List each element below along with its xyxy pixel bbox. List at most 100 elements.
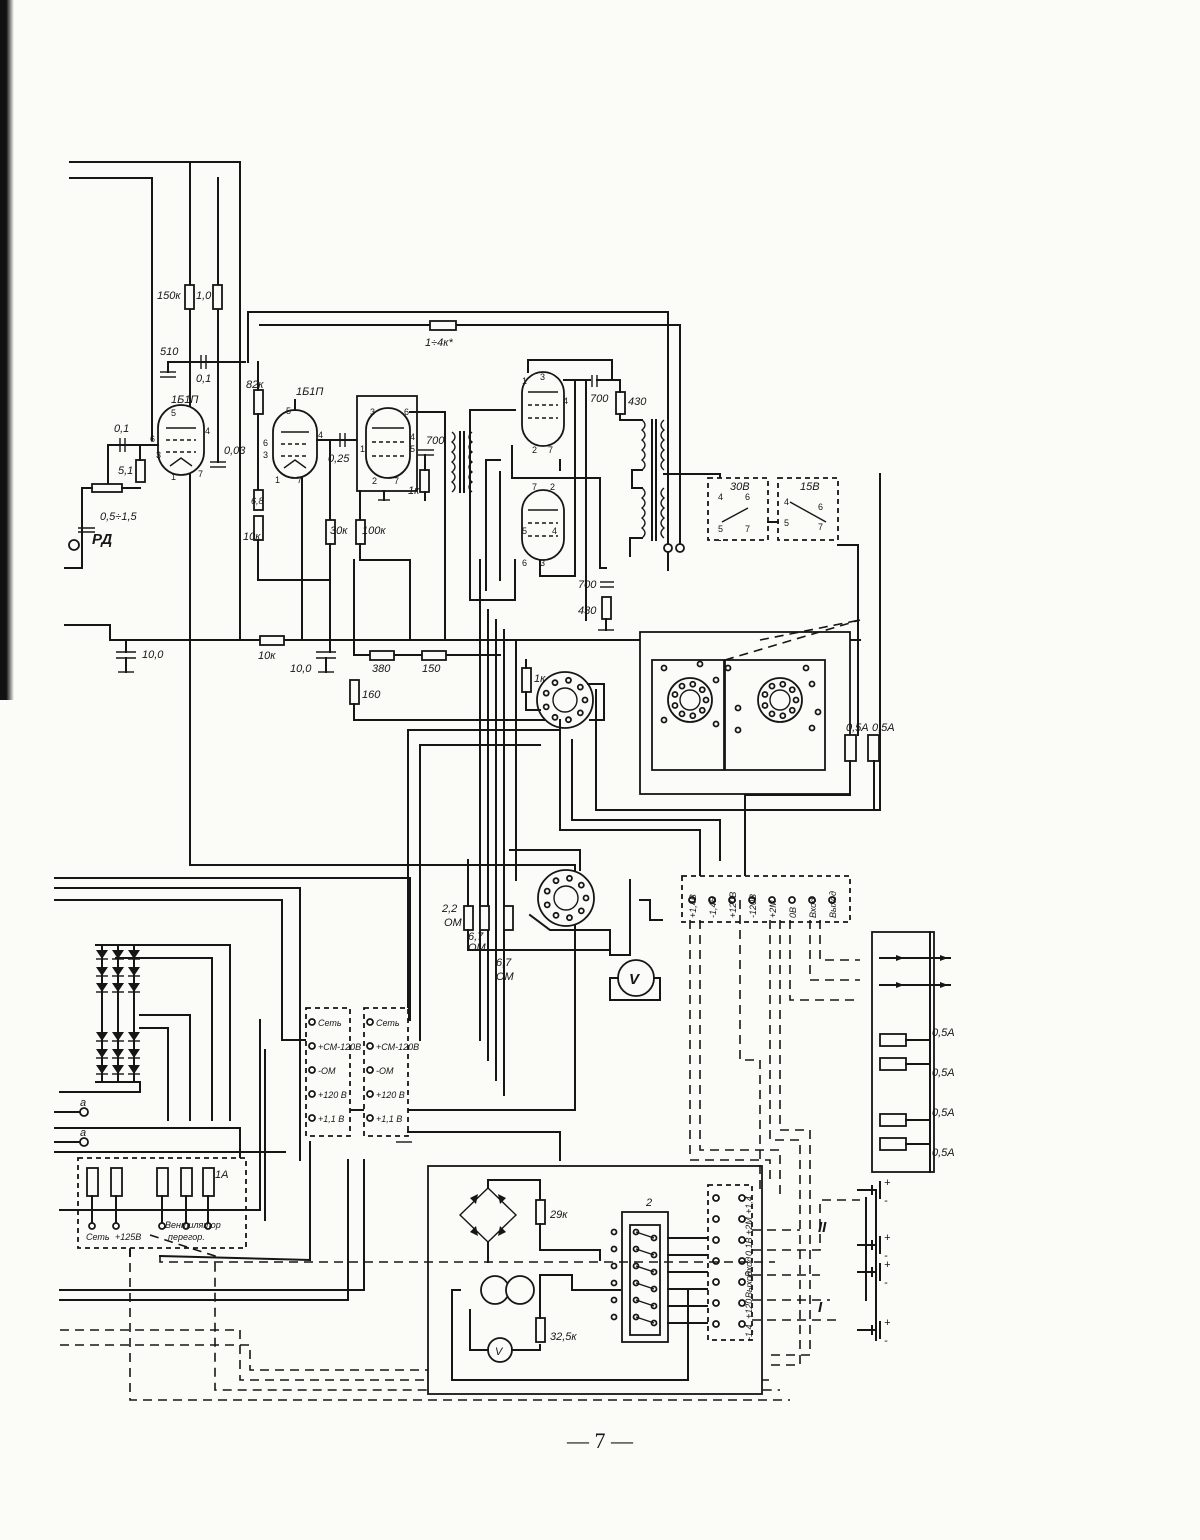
terminal-post [366,1090,374,1098]
socket-pin [551,679,559,687]
tube-v5 [521,489,565,561]
svg-text:7: 7 [548,445,553,455]
svg-text:4: 4 [784,497,789,507]
potentiometer [91,483,123,493]
resistor-150 [421,650,447,661]
range-switches: 30В 4 6 5 7 15В 6 4 5 7 [707,477,859,736]
output-transformer-secondary-a [660,419,666,471]
svg-text:а: а [80,1097,86,1109]
polarity-label: - [884,1250,888,1262]
socket-pin [678,682,686,690]
left-power-supply: а а 1А Сеть +125В Вентилятор перегор. [54,877,790,1401]
cap-0-25-label: 0,25 [328,453,350,465]
socket-pin [576,709,584,717]
svg-text:7: 7 [394,476,399,486]
tube-v2-type-label: 1Б1П [296,386,323,398]
switch-socket-b [505,1275,535,1305]
diode-icon [96,1049,108,1058]
fuse-icon [879,1113,907,1127]
resistor-160 [349,679,360,705]
panel-terminal [734,726,742,734]
socket-pin [788,686,796,694]
svg-text:ОМ: ОМ [468,942,487,954]
socket-pin [552,877,560,885]
socket-pin [779,712,787,720]
fuse-label: 0,5А [932,1147,955,1159]
svg-text:4: 4 [318,430,323,440]
svg-text:4: 4 [552,526,557,536]
terminal-post [366,1018,374,1026]
svg-text:1А: 1А [215,1169,228,1181]
terminal-post [712,1320,720,1328]
voltmeter-label: V [629,971,641,988]
diode-icon [96,950,108,959]
resistor-29k [535,1199,546,1225]
svg-text:7: 7 [745,524,750,534]
socket-pin [543,901,551,909]
socket-pin [566,874,573,882]
cap-700-b-label: 700 [590,393,609,405]
resistor-1-0 [212,284,223,310]
panel-terminal [712,676,720,684]
terminal-post [712,1236,720,1244]
fuse-a [844,734,857,762]
svg-text:3: 3 [156,450,161,460]
terminal-label: Вход [744,1257,754,1277]
power-rail: 10,0 10к 10,0 380 150 160 [116,559,561,721]
socket-pin [768,710,776,718]
diode-icon [128,950,140,959]
switch-15v-label: 15В [800,481,820,493]
panel-terminal [724,664,732,672]
svg-text:6: 6 [818,502,823,512]
cap-700-c-label: 700 [578,579,597,591]
panel-terminal [660,664,668,672]
cap-510-label: 510 [160,346,179,358]
svg-text:4: 4 [410,432,415,442]
bridge-rectifier [458,1187,518,1243]
diode-icon [96,983,108,992]
resistor-5-1 [135,459,146,483]
meter-section: 2,2 ОМ 6,7 ОМ 6,7 ОМ V [407,559,741,1096]
terminal-post [738,1299,746,1307]
terminal-post [738,1278,746,1286]
socket-pin [761,691,769,698]
second-stage: 1÷4к* 82к 6,8 10к 1Б1П 5 6 3 4 1 7 0,25 … [243,311,681,653]
svg-text:6: 6 [522,558,527,568]
svg-text:а: а [80,1127,86,1139]
panel-terminal [814,708,822,716]
terminal-label: Выход [828,891,838,918]
resistor-2-2 [463,905,474,931]
terminal-post [808,896,816,904]
polarity-label: - [884,1335,888,1347]
terminal-post [738,1215,746,1223]
diode-icon [128,1049,140,1058]
svg-text:2: 2 [532,445,537,455]
diode-icon [96,1032,108,1041]
terminal-post [788,896,796,904]
battery-tester: 29к V 32,5к 2 +1,4+2М0,1ВВходВыход+120-1… [427,1165,891,1395]
svg-text:1: 1 [522,376,527,386]
diode-icon [128,1032,140,1041]
svg-text:4: 4 [563,396,568,406]
socket-pin [576,683,584,691]
svg-text:5: 5 [410,444,415,454]
fuse-icon [879,1057,907,1071]
terminal-label: 0,1В [744,1237,754,1256]
resistor-150k-label: 150к [157,290,181,302]
panel-terminal [712,720,720,728]
resistor-29k-label: 29к [549,1209,568,1221]
arrow-icon [940,982,948,988]
selector-switch-label: 2 [645,1197,652,1209]
terminal-blocks-left: Сеть+СМ-120В-ОМ+120 В+1,1 В Сеть+СМ-120В… [59,1007,561,1301]
svg-text:3: 3 [370,407,375,417]
socket-pin [551,713,559,721]
fuse-b [867,734,880,762]
input-stage: 150к 1,0 510 0,1 1Б1П 5 4 6 3 1 7 0,03 [68,284,246,551]
fuse-a-label: 0,5А [846,722,869,734]
terminal-post [738,1236,746,1244]
terminal-label: Вход [808,898,818,918]
terminal-label: +1,1 В [318,1114,344,1124]
